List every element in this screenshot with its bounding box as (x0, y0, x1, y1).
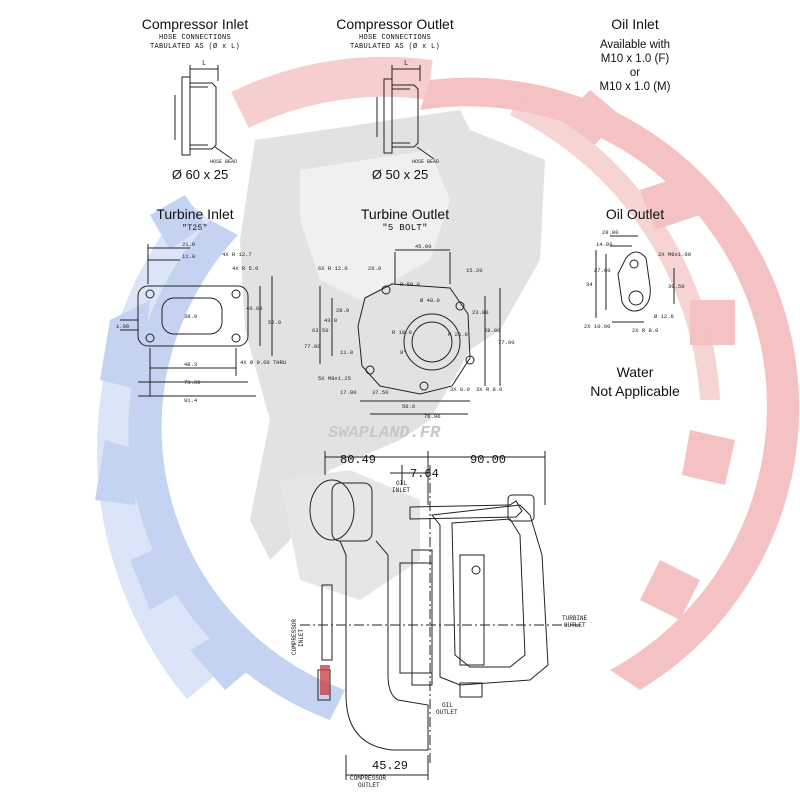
compressor-outlet-title: Compressor Outlet (336, 16, 454, 32)
watermark-text: SWAPLAND.FR (328, 424, 441, 443)
turbine-outlet-dim-0: 6X R 12.0 (318, 265, 348, 272)
turbine-inlet-dim-0: 21.0 (182, 241, 195, 248)
turbine-outlet-dim-14: 8° (400, 349, 407, 356)
compressor-outlet-size: Ø 50 x 25 (371, 167, 429, 182)
turbine-outlet-dim-19: 37.50 (372, 389, 389, 396)
assembly-dim-left: 80.49 (340, 453, 376, 467)
turbine-inlet-dim-3: 4X R 5.0 (232, 265, 258, 272)
assembly-label-compressor-inlet: COMPRESSORINLET (291, 619, 305, 655)
turbine-outlet-title: Turbine Outlet (360, 206, 450, 222)
turbine-outlet-dim-21: 76.00 (424, 413, 441, 420)
oil-outlet-dim-4: 34 (586, 281, 593, 288)
turbine-outlet-dim-11: 11.0 (340, 349, 353, 356)
water-status: Not Applicable (590, 383, 680, 399)
oil-inlet-line-1: Available with (599, 39, 671, 51)
oil-inlet-title: Oil Inlet (611, 16, 659, 32)
turbine-outlet-dim-7: 28.0 (336, 307, 349, 314)
compressor-inlet-label-L: L (202, 60, 206, 68)
oil-outlet-drawing: 28.00 14.00 2X M8x1.00 27.00 34 39.50 2X… (584, 229, 691, 334)
oil-outlet-dim-5: 39.50 (668, 283, 685, 290)
compressor-inlet-label-bead: HOSE BEAD (210, 159, 237, 165)
turbine-outlet-dim-6: 23.00 (472, 309, 489, 316)
assembly-dim-right: 90.00 (470, 453, 506, 467)
turbine-inlet-dim-11: 4X Ø 9.60 THRU (240, 359, 286, 366)
compressor-outlet-note-2: TABULATED AS (Ø x L) (349, 43, 440, 51)
turbine-inlet-dim-2: 4X R 12.7 (222, 251, 252, 258)
compressor-inlet-drawing: L HOSE BEAD (174, 60, 237, 165)
turbine-outlet-dim-17: 5X M8x1.25 (318, 375, 351, 382)
turbine-outlet-dim-15: 68.00 (484, 327, 501, 334)
turbine-inlet-dim-8: 48.3 (184, 361, 197, 368)
turbine-outlet-dim-5: Ø 48.0 (420, 297, 440, 304)
turbine-outlet-dim-9: 63.50 (312, 327, 329, 334)
oil-inlet-line-2: M10 x 1.0 (F) (600, 53, 670, 65)
turbine-inlet-dim-10: 91.4 (184, 397, 198, 404)
turbine-inlet-subtitle: "T25" (182, 224, 208, 233)
oil-inlet-line-3: or (629, 67, 641, 79)
compressor-inlet-note-2: TABULATED AS (Ø x L) (149, 43, 240, 51)
oil-outlet-dim-3: 27.00 (594, 267, 611, 274)
turbine-outlet-dim-12: R 18.0 (392, 329, 412, 336)
turbine-outlet-dim-2: 45.00 (415, 243, 432, 250)
turbine-outlet-dim-3: 15.20 (466, 267, 483, 274)
compressor-inlet-size: Ø 60 x 25 (171, 167, 229, 182)
turbine-inlet-dim-5: 52.0 (268, 319, 281, 326)
compressor-outlet-label-L: L (404, 60, 408, 68)
turbine-outlet-subtitle: "5 BOLT" (382, 223, 428, 233)
compressor-inlet-note-1: HOSE CONNECTIONS (158, 34, 231, 42)
turbine-inlet-dim-4: 40.00 (246, 305, 263, 312)
turbine-outlet-dim-13: R 25.0 (448, 331, 468, 338)
turbine-outlet-dim-18: 17.00 (340, 389, 357, 396)
oil-inlet-line-4: M10 x 1.0 (M) (599, 81, 671, 93)
turbine-outlet-dim-1: 26.0 (368, 265, 381, 272)
assembly-dim-mid: 7.64 (410, 467, 439, 481)
oil-outlet-dim-2: 2X M8x1.00 (658, 251, 691, 258)
water-title: Water (616, 364, 654, 380)
turbine-outlet-dim-8: 43.0 (324, 317, 337, 324)
oil-outlet-dim-7: 2X R 8.0 (632, 327, 658, 334)
turbine-outlet-dim-16: 77.00 (498, 339, 515, 346)
assembly-dim-bottom: 45.29 (372, 759, 408, 773)
turbine-inlet-title: Turbine Inlet (156, 206, 234, 222)
turbine-inlet-dim-6: 38.0 (184, 313, 197, 320)
compressor-inlet-title: Compressor Inlet (141, 16, 249, 32)
compressor-outlet-drawing: L HOSE BEAD (376, 60, 439, 165)
compressor-outlet-label-bead: HOSE BEAD (412, 159, 439, 165)
turbine-inlet-dim-1: 11.8 (182, 253, 195, 260)
turbine-outlet-dim-22: 3X 8.0 (450, 386, 470, 393)
turbine-outlet-dim-20: 50.0 (402, 403, 415, 410)
oil-outlet-dim-1: 14.00 (596, 241, 613, 248)
turbine-outlet-drawing: 6X R 12.0 26.0 45.00 15.20 R 50.0 Ø 48.0… (304, 243, 515, 420)
turbine-outlet-dim-10: 77.00 (304, 343, 321, 350)
oil-outlet-dim-8: Ø 12.8 (654, 313, 674, 320)
turbine-inlet-drawing: 21.0 11.8 4X R 12.7 4X R 5.0 40.00 52.0 … (116, 241, 286, 404)
turbine-inlet-dim-9: 73.00 (184, 379, 201, 386)
oil-outlet-dim-0: 28.00 (602, 229, 619, 236)
oil-outlet-dim-6: 2X 10.00 (584, 323, 610, 330)
turbine-outlet-dim-23: 3X R 8.0 (476, 386, 502, 393)
oil-outlet-title: Oil Outlet (605, 206, 665, 222)
compressor-outlet-note-1: HOSE CONNECTIONS (358, 34, 431, 42)
turbine-outlet-dim-4: R 50.0 (400, 281, 420, 288)
turbine-inlet-dim-7: 1.00 (116, 323, 129, 330)
